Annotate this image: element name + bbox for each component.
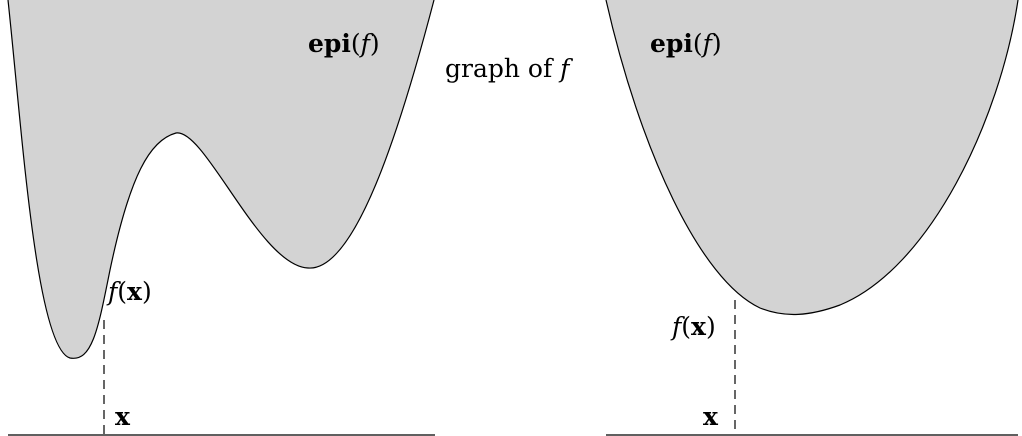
right-panel: epi(f) f(x) x [605, 0, 1019, 436]
left-x-label: x [115, 402, 131, 431]
left-function-curve [7, 0, 435, 359]
graph-of-f-label: graph of f [445, 54, 573, 83]
left-panel: epi(f) f(x) x [7, 0, 435, 436]
left-epi-label: epi(f) [308, 29, 380, 58]
left-epigraph-region [8, 0, 434, 359]
right-epigraph-region [606, 0, 1018, 315]
right-epi-label: epi(f) [650, 29, 722, 58]
right-fx-label: f(x) [670, 312, 716, 341]
right-function-curve [605, 0, 1019, 316]
left-fx-label: f(x) [106, 277, 152, 306]
right-x-label: x [703, 402, 719, 431]
